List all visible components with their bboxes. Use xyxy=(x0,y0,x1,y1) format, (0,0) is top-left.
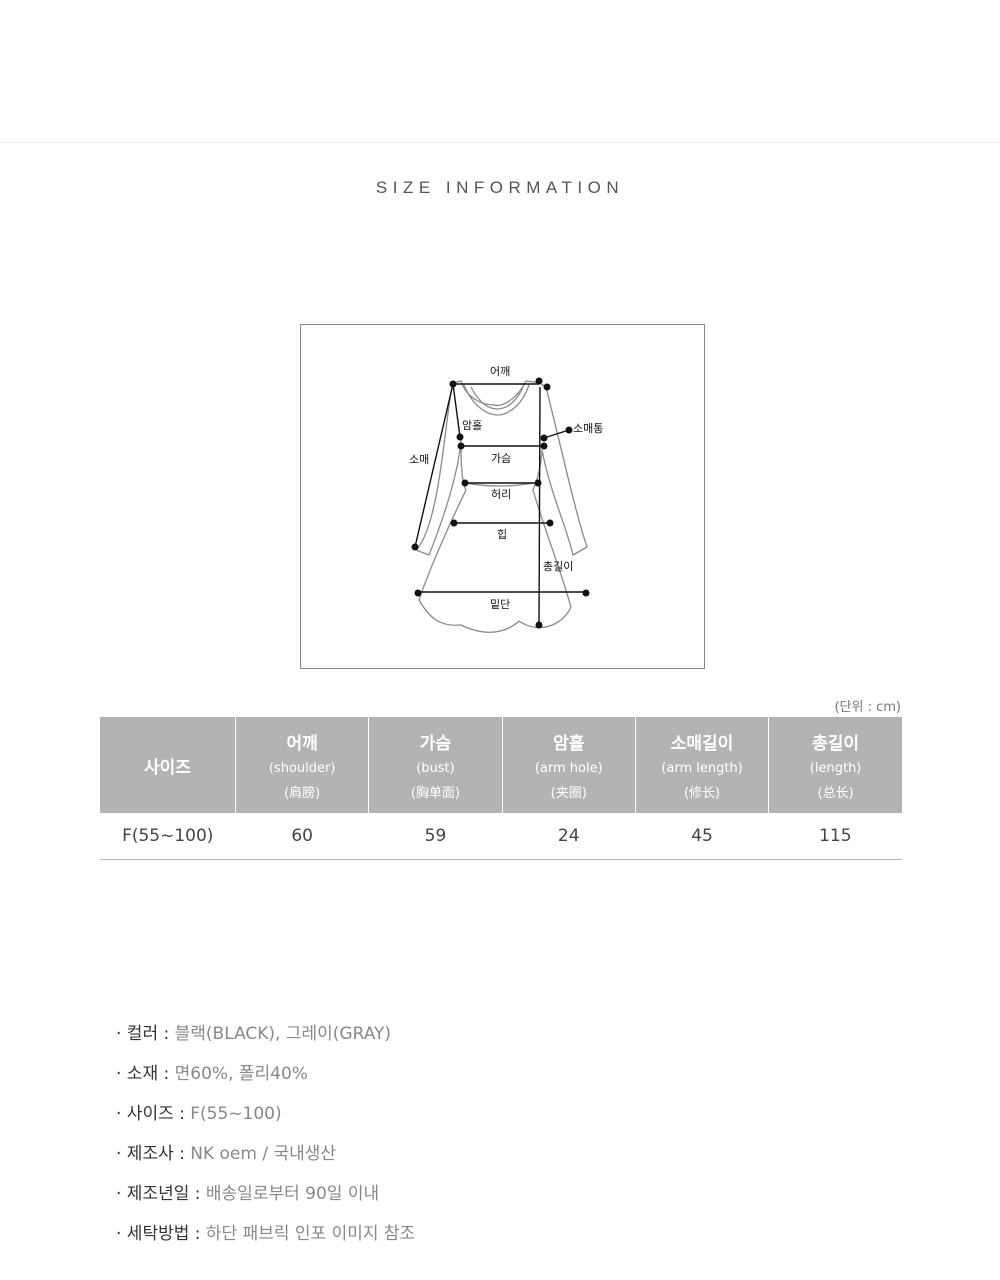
cell-length: 115 xyxy=(768,813,902,860)
label-hem: 밑단 xyxy=(490,598,510,611)
label-total-length: 총길이 xyxy=(543,560,573,573)
waist-seam xyxy=(465,482,534,487)
size-table: 사이즈 어깨 (shoulder) (肩膀) 가슴 (bust) (胸单面) 암… xyxy=(100,717,902,860)
cell-bust: 59 xyxy=(368,813,503,860)
header-armhole: 암홀 (arm hole) (夹圈) xyxy=(501,717,636,813)
neckline-inner xyxy=(470,386,524,410)
label-shoulder: 어깨 xyxy=(490,365,510,378)
neckline xyxy=(463,384,530,416)
info-item-manufacture-date: · 제조년일 : 배송일로부터 90일 이내 xyxy=(116,1184,380,1204)
label-hip: 힙 xyxy=(497,528,507,541)
section-title: SIZE INFORMATION xyxy=(375,178,625,197)
cell-armhole: 24 xyxy=(502,813,636,860)
product-info-list: · 컬러 : 블랙(BLACK), 그레이(GRAY) · 소재 : 면60%,… xyxy=(116,1020,415,1260)
header-bust: 가슴 (bust) (胸单面) xyxy=(368,717,503,813)
cell-arm-length: 45 xyxy=(635,813,769,860)
dress-outline xyxy=(415,380,588,633)
label-waist: 허리 xyxy=(491,488,511,501)
size-diagram: 어깨 암홀 소매통 소매 가슴 허리 힙 총길이 밑단 xyxy=(300,324,705,669)
header-length: 총길이 (length) (总长) xyxy=(768,717,902,813)
info-item-material: · 소재 : 면60%, 폴리40% xyxy=(116,1064,308,1084)
cell-shoulder: 60 xyxy=(235,813,369,860)
info-item-manufacturer: · 제조사 : NK oem / 국내생산 xyxy=(116,1144,337,1164)
label-bust: 가슴 xyxy=(491,452,511,465)
header-shoulder: 어깨 (shoulder) (肩膀) xyxy=(234,717,369,813)
label-sleeve: 소매 xyxy=(409,453,429,466)
info-item-washing: · 세탁방법 : 하단 패브릭 인포 이미지 참조 xyxy=(116,1224,416,1244)
info-item-color: · 컬러 : 블랙(BLACK), 그레이(GRAY) xyxy=(116,1024,392,1044)
label-armhole: 암홀 xyxy=(462,419,482,432)
unit-note: (단위 : cm) xyxy=(834,700,901,715)
header-size: 사이즈 xyxy=(100,717,236,813)
table-row: F(55~100) 60 59 24 45 115 xyxy=(100,813,902,860)
cell-size: F(55~100) xyxy=(100,813,236,860)
header-arm-length: 소매길이 (arm length) (修长) xyxy=(634,717,769,813)
top-divider xyxy=(0,142,1000,143)
table-header-row: 사이즈 어깨 (shoulder) (肩膀) 가슴 (bust) (胸单面) 암… xyxy=(100,717,902,813)
label-sleeve-width: 소매통 xyxy=(573,422,603,435)
dress-illustration: 어깨 암홀 소매통 소매 가슴 허리 힙 총길이 밑단 xyxy=(409,365,603,633)
info-item-size: · 사이즈 : F(55~100) xyxy=(116,1104,282,1124)
